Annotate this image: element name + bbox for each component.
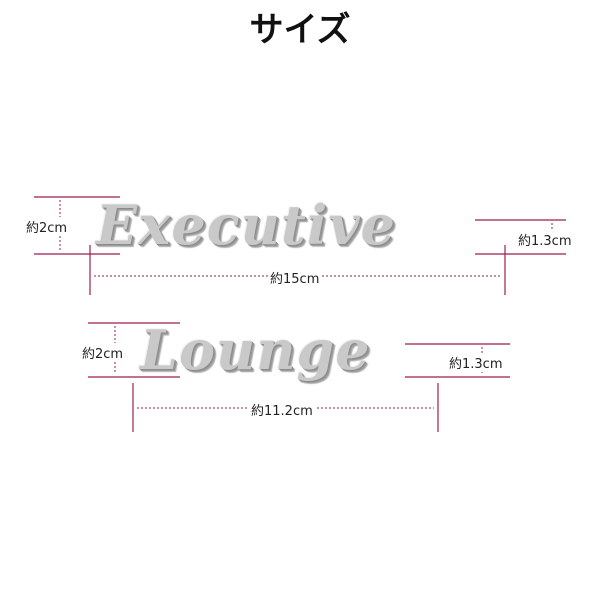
executive-width-label: 約15cm (268, 268, 322, 287)
page-title: サイズ (249, 10, 351, 50)
executive-height-label: 約2cm (24, 217, 70, 236)
lounge-width-label: 約11.2cm (249, 400, 315, 419)
executive-emblem: Executive (96, 193, 397, 257)
lounge-height-label: 約2cm (80, 343, 126, 362)
executive-small-height-label: 約1.3cm (516, 230, 574, 249)
lounge-small-height-label: 約1.3cm (447, 353, 505, 372)
lounge-emblem: Lounge (140, 318, 371, 382)
